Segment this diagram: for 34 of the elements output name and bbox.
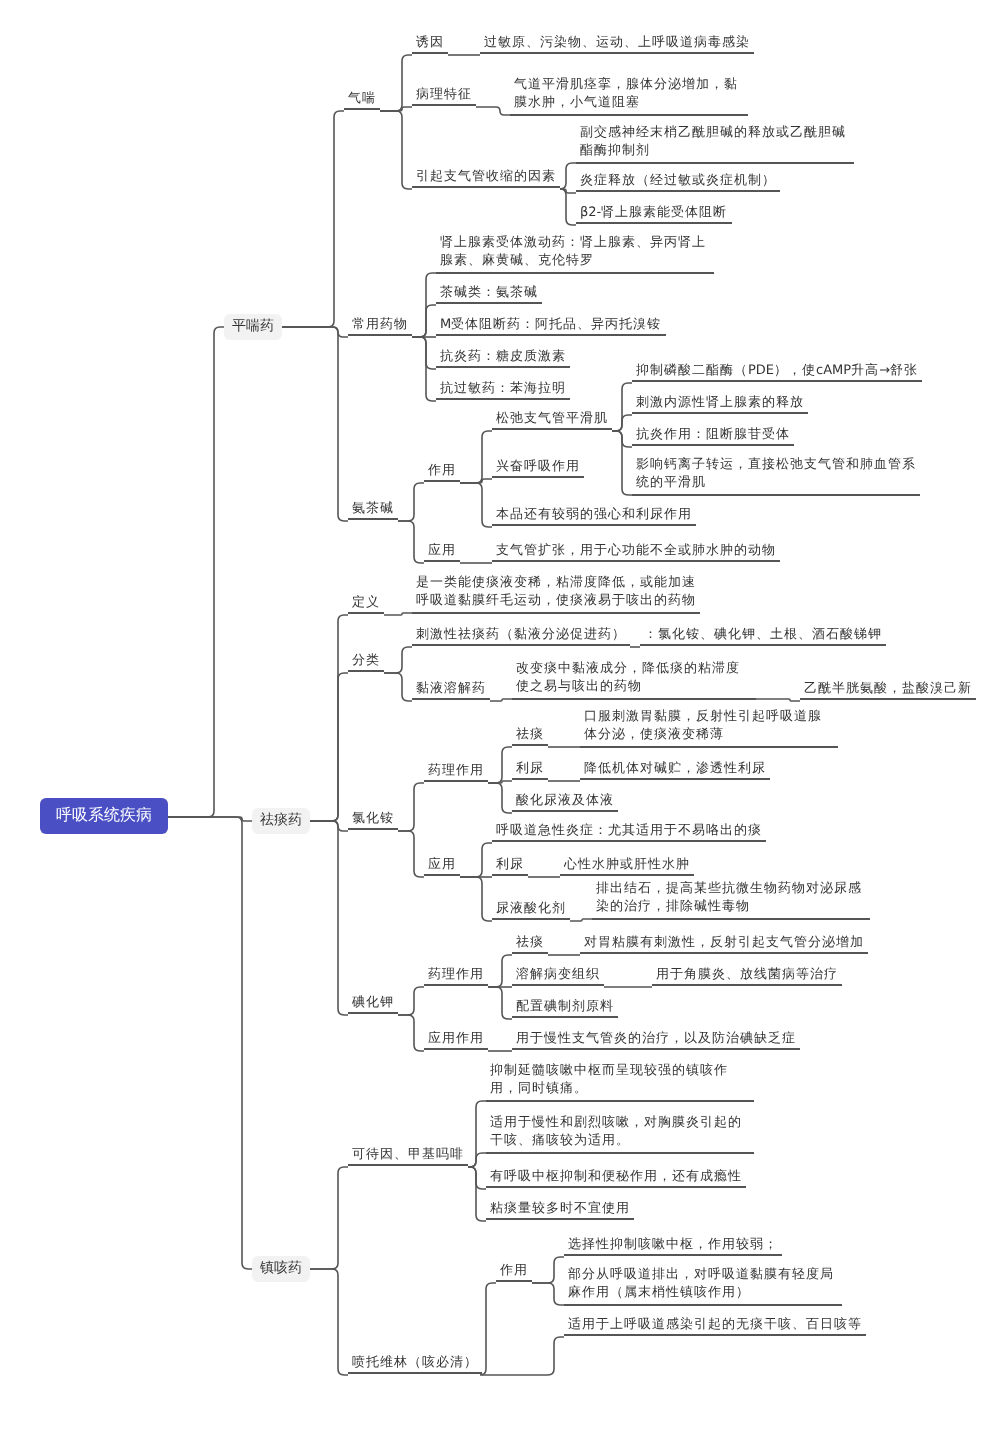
connector-line: [309, 820, 349, 1016]
connector-line: [559, 162, 577, 190]
connector-line: [569, 918, 593, 922]
connector-line: [487, 986, 513, 1020]
connector-line: [487, 1050, 513, 1052]
connector-line: [531, 1282, 565, 1306]
connector-line: [383, 672, 413, 702]
connector-line: [397, 830, 425, 878]
connector-line: [397, 1014, 425, 1052]
connector-line: [459, 482, 493, 528]
connector-line: [459, 876, 493, 922]
connector-line: [397, 520, 425, 564]
connector-line: [755, 698, 801, 702]
connector-line: [559, 188, 577, 226]
connector-line: [459, 562, 493, 564]
connector-line: [559, 188, 577, 194]
connector-line: [547, 954, 581, 956]
connector-line: [167, 816, 253, 1270]
connector-line: [479, 1282, 497, 1376]
connector-line: [527, 876, 561, 878]
connector-line: [629, 646, 641, 648]
connector-line: [475, 106, 511, 116]
root-topic: 呼吸系统疾病: [40, 797, 168, 835]
connector-line: [489, 698, 513, 702]
connector-line: [481, 1336, 565, 1376]
connector-line: [547, 746, 581, 748]
connector-line: [383, 612, 413, 616]
connector-line: [467, 1166, 487, 1222]
connector-line: [603, 986, 653, 988]
connector-line: [547, 780, 581, 782]
connector-line: [447, 54, 481, 56]
connector-line: [411, 336, 437, 402]
connector-line: [487, 782, 513, 814]
connector-line: [467, 1152, 487, 1168]
